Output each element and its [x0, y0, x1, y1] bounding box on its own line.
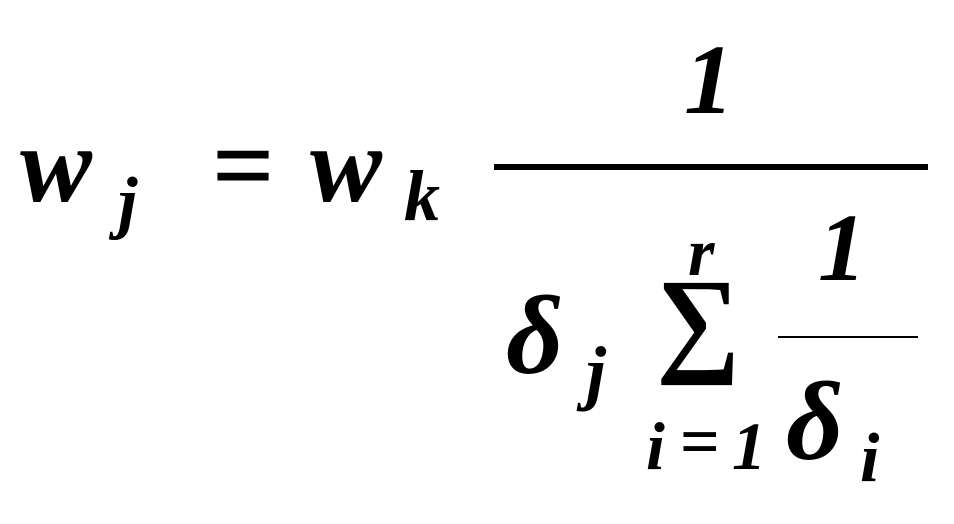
inner-fraction-bar — [778, 336, 918, 338]
sum-symbol: ∑ — [656, 255, 741, 386]
inner-delta-subscript: i — [860, 420, 880, 497]
denominator-delta: δ — [506, 274, 564, 398]
outer-numerator: 1 — [684, 24, 734, 135]
inner-delta: δ — [786, 360, 844, 484]
sum-upper-limit: r — [688, 214, 715, 290]
lhs-variable: w — [20, 106, 93, 225]
sum-lower-equals: = — [680, 404, 720, 481]
sum-lower-index: i — [646, 408, 665, 484]
lhs-subscript: j — [118, 164, 138, 241]
sum-lower-value: 1 — [732, 408, 766, 484]
equals-sign: = — [212, 104, 275, 226]
rhs-variable: w — [310, 106, 383, 225]
rhs-subscript: k — [404, 156, 440, 236]
outer-fraction-bar — [494, 164, 928, 170]
inner-numerator: 1 — [818, 194, 866, 301]
denominator-delta-subscript: j — [586, 332, 607, 412]
